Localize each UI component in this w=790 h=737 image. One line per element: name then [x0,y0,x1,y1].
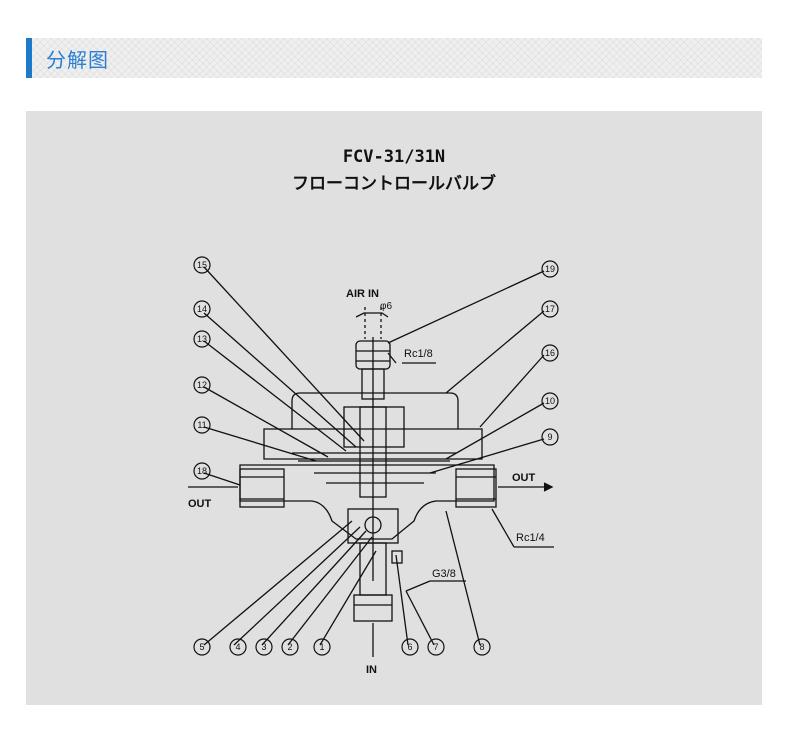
callout-6 [401,638,419,656]
callout-11 [193,416,211,434]
callout-text: 8 [479,642,484,652]
callout-text: 19 [545,264,555,274]
header-accent-bar [26,38,32,78]
callout-text: 3 [261,642,266,652]
right-port [455,468,497,508]
out-left-label: OUT [188,498,212,510]
diagram-title-name: フローコントロールバルブ [292,174,496,194]
callout-text: 17 [545,304,555,314]
callout-text: 5 [199,642,204,652]
callout-2 [281,638,299,656]
callout-17 [541,300,559,318]
left-port [239,468,285,508]
in-label: IN [366,664,377,676]
exploded-view-panel: FCV-31/31N フローコントロールバルブ [26,111,762,705]
callout-5 [193,638,211,656]
callout-10 [541,392,559,410]
phi6-label: φ6 [380,301,392,312]
callout-text: 4 [235,642,240,652]
callout-text: 2 [287,642,292,652]
callout-4 [229,638,247,656]
callout-16 [541,344,559,362]
callout-3 [255,638,273,656]
callout-text: 9 [547,432,552,442]
callout-text: 6 [407,642,412,652]
main-body [239,464,495,540]
callout-text: 18 [197,466,207,476]
out-right-label: OUT [512,472,536,484]
callout-text: 10 [545,396,555,406]
callout-text: 13 [197,334,207,344]
callout-text: 12 [197,380,207,390]
section-title: 分解图 [46,47,109,72]
valve-diagram: 15 14 13 12 11 18 19 17 16 10 9 5 4 3 2 … [188,256,559,676]
upper-body [291,392,459,429]
section-header: 分解图 [26,38,762,78]
g38-label: G3/8 [432,568,456,580]
callout-text: 1 [319,642,324,652]
bottom-nut [353,594,393,622]
callout-9 [541,428,559,446]
callout-text: 11 [197,420,206,430]
callout-text: 15 [197,260,207,270]
callout-18 [193,462,211,480]
rc14-label: Rc1/4 [516,532,545,544]
callout-14 [193,300,211,318]
callout-1 [313,638,331,656]
callout-text: 16 [545,348,555,358]
callout-7 [427,638,445,656]
callout-15 [193,256,211,274]
callout-8 [473,638,491,656]
diagram-title-model: FCV-31/31N [342,147,446,167]
callout-text: 14 [197,304,207,314]
rc18-label: Rc1/8 [404,348,433,360]
callout-12 [193,376,211,394]
callout-13 [193,330,211,348]
callout-text: 7 [433,642,438,652]
air-in-label: AIR IN [346,288,379,300]
callout-19 [541,260,559,278]
